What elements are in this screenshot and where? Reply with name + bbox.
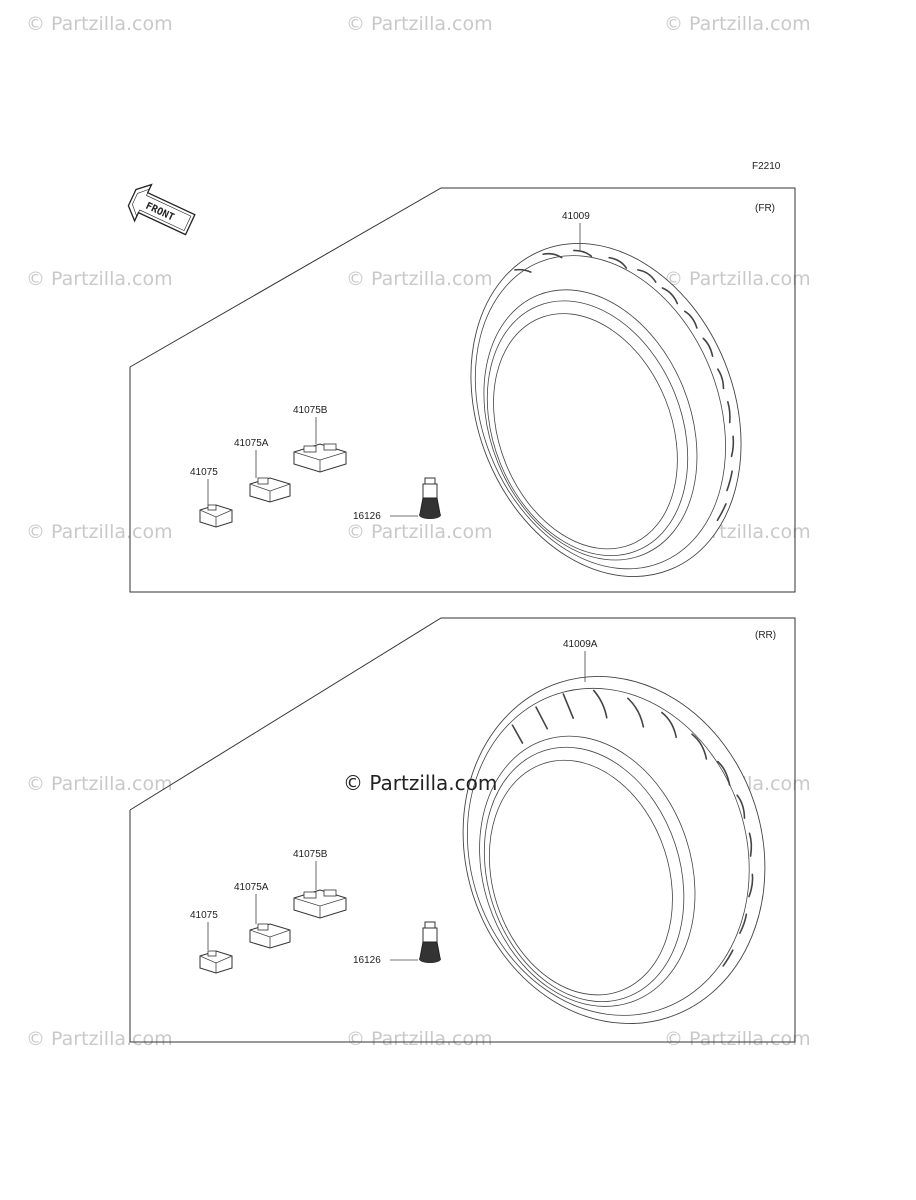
watermark: © Partzilla.com [664,1028,811,1050]
rear-weight-b-part-number: 41075B [293,849,328,860]
front-section-frame [129,187,796,593]
rear-weight-a-part-number: 41075A [234,882,269,893]
watermark: © Partzilla.com [26,521,173,543]
front-weight-41075[interactable] [199,504,233,528]
watermark: © Partzilla.com [26,268,173,290]
front-tire[interactable] [423,203,789,618]
front-weight-part-number: 41075 [190,467,218,478]
rear-weight-41075b[interactable] [293,889,347,919]
watermark: © Partzilla.com [26,13,173,35]
watermark: © Partzilla.com [346,521,493,543]
front-direction-arrow: FRONT [127,183,196,236]
front-weight-b-part-number: 41075B [293,405,328,416]
watermark: © Partzilla.com [26,1028,173,1050]
rear-weight-41075[interactable] [199,950,233,974]
watermark: © Partzilla.com [664,13,811,35]
front-valve-part-number: 16126 [353,511,381,522]
center-watermark: © Partzilla.com [343,771,497,795]
front-weight-a-part-number: 41075A [234,438,269,449]
front-weight-41075a[interactable] [249,477,291,503]
front-tire-part-number: 41009 [562,211,590,222]
rear-section: (RR) 4100 [129,617,809,1063]
rear-position-label: (RR) [755,630,776,641]
rear-tire-part-number: 41009A [563,639,598,650]
figure-code: F2210 [752,161,781,172]
front-section: (FR) 4100 [129,187,796,618]
watermark: © Partzilla.com [26,773,173,795]
watermark: © Partzilla.com [346,13,493,35]
front-tire-valve[interactable] [419,477,441,519]
front-position-label: (FR) [755,203,775,214]
rear-tire[interactable] [419,637,809,1063]
rear-weight-41075a[interactable] [249,923,291,949]
rear-tire-valve[interactable] [419,921,441,963]
rear-section-frame [129,617,796,1043]
rear-weight-part-number: 41075 [190,910,218,921]
watermark: © Partzilla.com [346,1028,493,1050]
rear-valve-part-number: 16126 [353,955,381,966]
front-weight-41075b[interactable] [293,443,347,473]
watermark: © Partzilla.com [664,268,811,290]
watermark: © Partzilla.com [346,268,493,290]
